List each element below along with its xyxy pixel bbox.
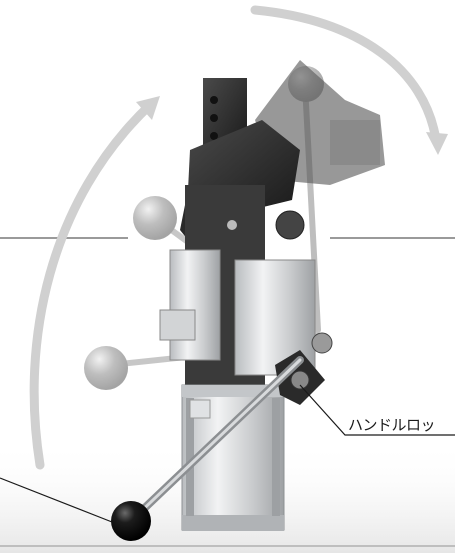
main-handle bbox=[111, 356, 304, 541]
rotation-arrow-left bbox=[29, 96, 160, 470]
clamp-body bbox=[159, 185, 316, 385]
air-cylinder bbox=[181, 384, 285, 531]
handle-lock-label: ハンドルロッ bbox=[348, 416, 436, 434]
callout-lines bbox=[0, 384, 455, 523]
rotation-arrow-top-right bbox=[250, 5, 448, 155]
handle-lock bbox=[275, 332, 333, 405]
